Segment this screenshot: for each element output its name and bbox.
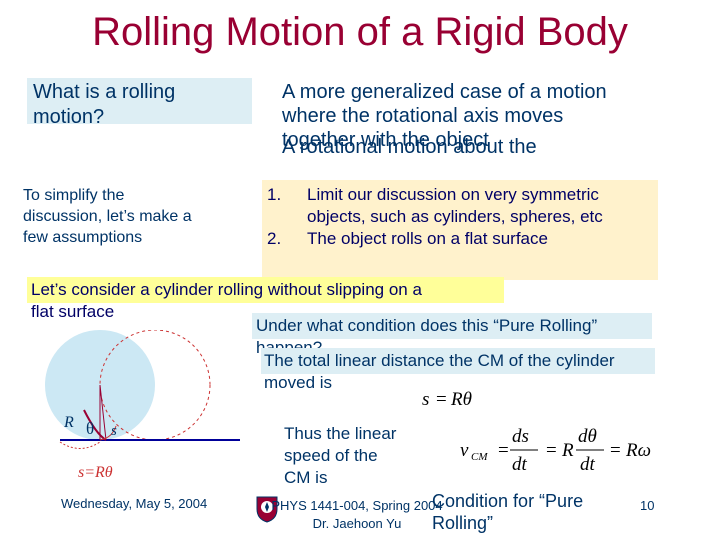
slide-title: Rolling Motion of a Rigid Body [92,10,628,54]
equation-ds: ds [512,426,529,447]
assumption-text: Limit our discussion on very symmetric o… [307,185,603,226]
linear-distance-text: The total linear distance the CM of the … [264,351,615,392]
equation-dt: dt [580,454,596,475]
rotational-motion-text: A rotational motion about the [282,136,537,158]
assumption-number: 1. [267,185,282,204]
assumption-text: The object rolls on a flat surface [307,229,548,248]
radius-line-rotated [99,384,107,441]
simplify-text: To simplify the discussion, let’s make a… [23,187,192,246]
footer-course: PHYS 1441-004, Spring 2004 Dr. Jaehoon Y… [271,498,443,531]
condition-question-box [252,313,652,339]
assumption-item-2: 2. The object rolls on a flat surface [267,228,657,250]
rolling-cylinder-diagram: R θ s s=Rθ [45,330,240,481]
equation-equals: = [498,440,509,461]
pure-rolling-condition: Condition for “Pure Rolling” [432,491,584,533]
equation-equals: = [546,440,557,461]
page-number: 10 [640,498,655,513]
linear-speed-text: Thus the linear speed of the CM is [284,424,397,487]
cylinder-statement-box [27,277,504,303]
equation-r: R [561,440,574,461]
distance-equation: s = Rθ [422,389,472,410]
assumption-item-1: 1. Limit our discussion on very symmetri… [267,184,657,228]
theta-label: θ [86,419,94,438]
equation-dt: dt [512,454,528,475]
equation-equals: = [610,440,621,461]
equation-cm-subscript: CM [471,451,488,463]
university-seal-icon [256,496,278,523]
equation-s: s [422,389,429,410]
equation-v: v [460,440,469,461]
question-box [27,78,252,124]
assumption-number: 2. [267,229,282,248]
arc-length-equation: s=Rθ [78,464,113,481]
linear-distance-box [261,348,655,374]
arc-length-curve [99,425,117,441]
equation-romega: Rω [625,440,651,461]
cylinder-statement: Let’s consider a cylinder rolling withou… [31,280,422,321]
equation-rtheta: Rθ [450,389,472,410]
arc-length-bracket [59,441,101,449]
assumptions-box [262,180,658,280]
condition-question: Under what condition does this “Pure Rol… [256,316,598,357]
speed-equation: v CM = ds dt = R dθ dt = Rω [460,426,651,475]
assumptions-list: 1. Limit our discussion on very symmetri… [267,184,657,250]
equation-equals: = [436,389,447,410]
equation-dtheta: dθ [578,426,597,447]
radius-label: R [63,414,74,431]
rolling-question: What is a rolling motion? [33,81,176,128]
arc-s-label: s [111,423,117,439]
generalized-definition: A more generalized case of a motion wher… [282,81,607,151]
footer-date: Wednesday, May 5, 2004 [61,496,208,511]
